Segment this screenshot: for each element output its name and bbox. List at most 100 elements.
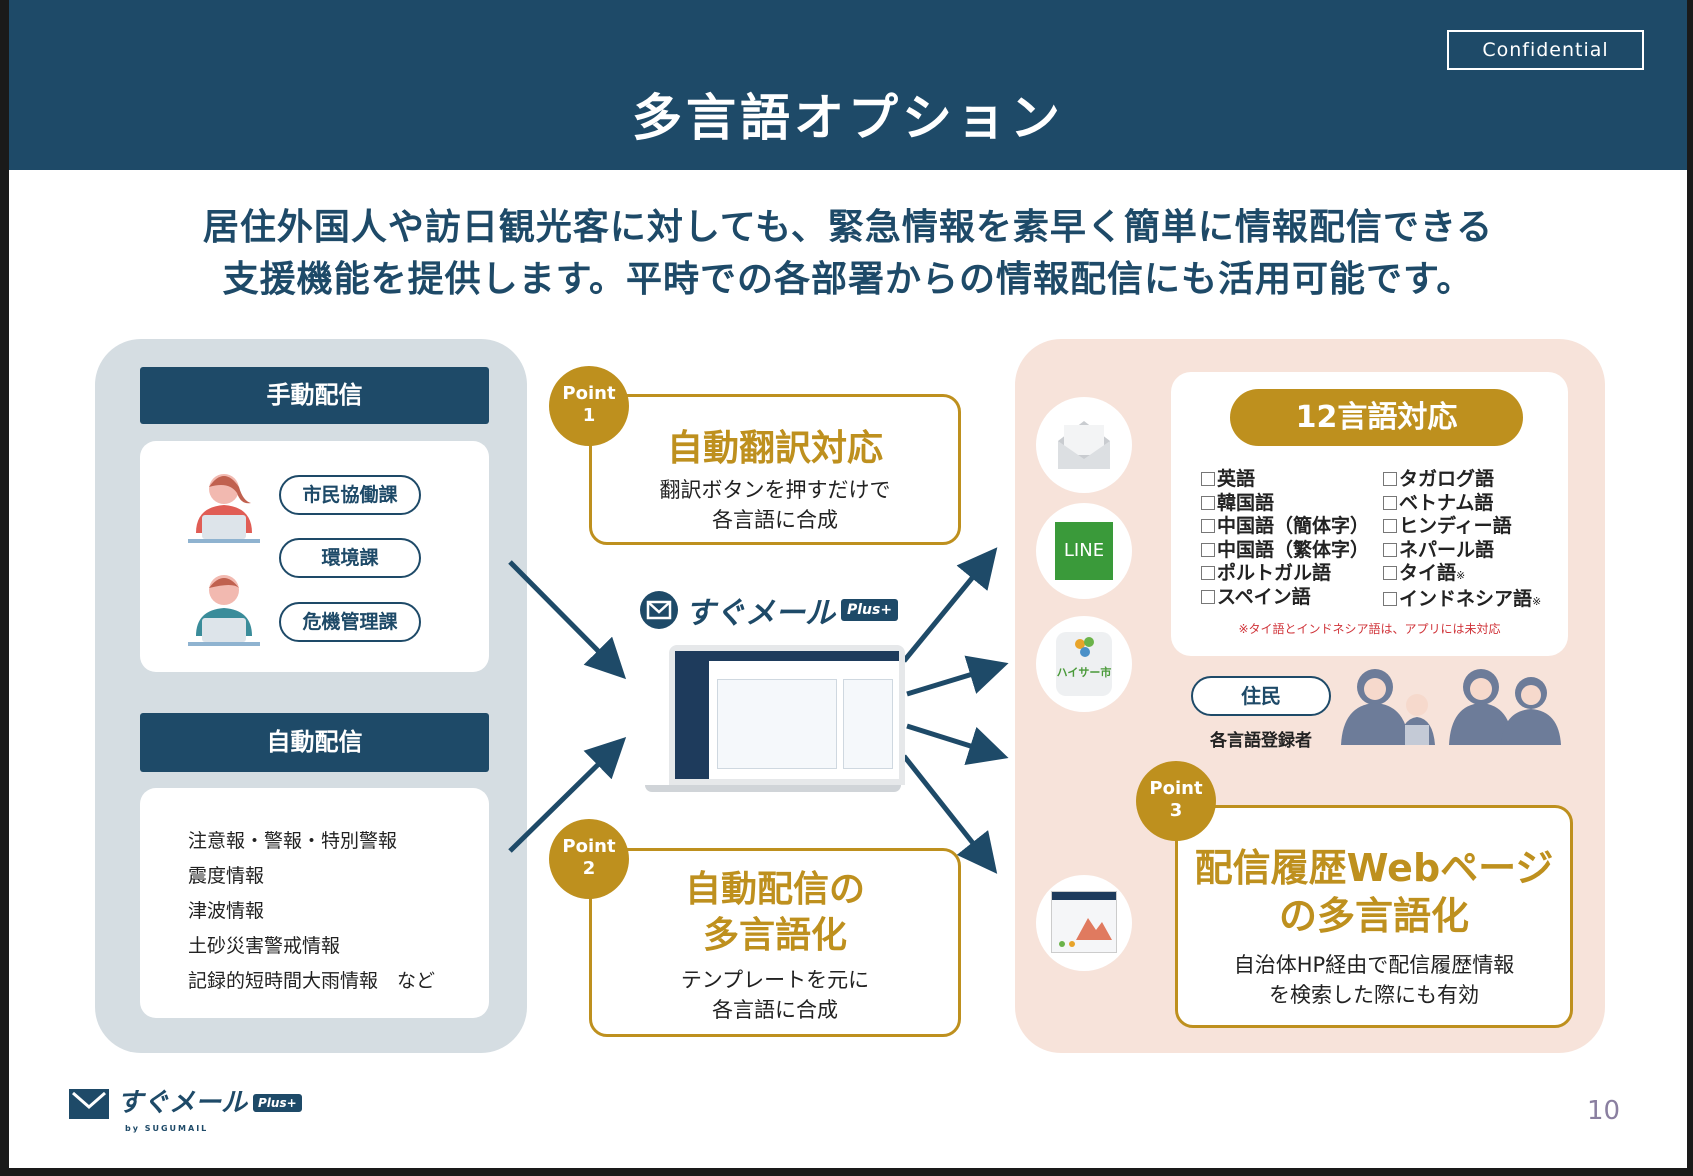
- languages-left-list: 英語韓国語中国語（簡体字）中国語（繁体字）ポルトガル語スペイン語: [1201, 468, 1369, 609]
- language-name: ヒンディー語: [1399, 515, 1512, 537]
- subtitle-line-2: 支援機能を提供します。平時での各部署からの情報配信にも活用可能です。: [222, 259, 1474, 300]
- auto-item: 震度情報: [188, 865, 265, 887]
- department-pill: 市民協働課: [279, 475, 421, 515]
- language-name: ポルトガル語: [1217, 562, 1332, 584]
- auto-heading: 自動配信: [140, 713, 489, 772]
- line-logo: LINE: [1055, 522, 1113, 580]
- auto-item: 津波情報: [188, 900, 265, 922]
- flow-arrows: [508, 547, 1009, 874]
- arrow-manual: [508, 560, 627, 680]
- logo-plus-badge: Plus+: [253, 1093, 302, 1113]
- email-channel: [1036, 397, 1132, 493]
- logo-name: すぐメール: [685, 596, 835, 631]
- subtitle-line-1: 居住外国人や訪日観光客に対しても、緊急情報を素早く簡単に情報配信できる: [202, 207, 1494, 248]
- language-name: タガログ語: [1399, 468, 1495, 490]
- language-name: タイ語: [1399, 562, 1457, 584]
- checkbox-icon: [1383, 542, 1397, 557]
- language-name: 中国語（繁体字）: [1217, 538, 1370, 561]
- arrow-web: [902, 754, 998, 874]
- logo-plus-badge: Plus+: [841, 598, 899, 622]
- language-item: ヒンディー語: [1383, 515, 1541, 539]
- residents-caption: 各言語登録者: [1210, 731, 1312, 751]
- header-band: [9, 0, 1687, 170]
- auto-item: 記録的短時間大雨情報 など: [188, 970, 436, 992]
- language-item: ベトナム語: [1383, 492, 1541, 516]
- point3-title: 配信履歴Webページの多言語化: [1194, 846, 1554, 938]
- point2-desc: テンプレートを元に各言語に合成: [680, 968, 870, 1022]
- language-name: ベトナム語: [1399, 491, 1494, 514]
- language-item: スペイン語: [1201, 586, 1369, 610]
- page-number: 10: [1587, 1096, 1621, 1126]
- confidential-badge: Confidential: [1447, 30, 1644, 70]
- point1-box: 自動翻訳対応 翻訳ボタンを押すだけで各言語に合成: [589, 394, 961, 545]
- line-channel: LINE: [1036, 503, 1132, 599]
- language-item: 英語: [1201, 468, 1369, 492]
- arrow-app: [906, 723, 1009, 766]
- product-logo: すぐメール Plus+: [639, 590, 899, 631]
- laptop-base: [645, 785, 901, 792]
- checkbox-icon: [1383, 566, 1397, 580]
- language-item: タガログ語: [1383, 468, 1541, 492]
- residents-label: 住民: [1191, 676, 1331, 716]
- point1-desc: 翻訳ボタンを押すだけで各言語に合成: [659, 478, 891, 532]
- department-pill: 危機管理課: [279, 602, 421, 642]
- app-logo-icon: [1075, 637, 1094, 657]
- checkbox-icon: [1383, 472, 1397, 486]
- logo-name: すぐメール: [117, 1088, 248, 1118]
- note-mark: ※: [1532, 594, 1542, 608]
- languages-box: 12言語対応 英語韓国語中国語（簡体字）中国語（繁体字）ポルトガル語スペイン語 …: [1171, 372, 1568, 656]
- language-item: 中国語（繁体字）: [1201, 539, 1369, 563]
- point3-desc: 自治体HP経由で配信履歴情報を検索した際にも有効: [1233, 953, 1515, 1007]
- language-item: 中国語（簡体字）: [1201, 515, 1369, 539]
- language-item: 韓国語: [1201, 492, 1369, 516]
- checkbox-icon: [1201, 472, 1215, 486]
- language-name: 英語: [1217, 468, 1256, 490]
- logo-byline: by SUGUMAIL: [125, 1124, 209, 1133]
- department-pill: 環境課: [279, 538, 421, 578]
- footer-logo: すぐメール Plus+ by SUGUMAIL: [67, 1086, 327, 1142]
- checkbox-icon: [1201, 542, 1215, 557]
- mail-logo-icon: [69, 1089, 109, 1119]
- point2-title: 自動配信の多言語化: [684, 869, 865, 956]
- language-name: インドネシア語: [1399, 587, 1533, 610]
- checkbox-icon: [1383, 519, 1397, 533]
- auto-box: 注意報・警報・特別警報 震度情報 津波情報 土砂災害警戒情報 記録的短時間大雨情…: [140, 788, 489, 1018]
- staff-woman-icon: [188, 474, 260, 543]
- auto-item: 土砂災害警戒情報: [188, 935, 341, 957]
- manual-heading: 手動配信: [140, 367, 489, 424]
- arrow-auto: [508, 736, 627, 853]
- language-item: ネパール語: [1383, 539, 1541, 563]
- mail-logo-icon: [640, 591, 678, 629]
- app-name: ハイサー市: [1056, 666, 1112, 679]
- staff-man-icon: [188, 575, 260, 646]
- checkbox-icon: [1201, 495, 1215, 510]
- language-item: インドネシア語※: [1383, 588, 1541, 614]
- checkbox-icon: [1383, 495, 1397, 510]
- app-channel: ハイサー市: [1036, 616, 1132, 712]
- point3-box: 配信履歴Webページの多言語化 自治体HP経由で配信履歴情報を検索した際にも有効: [1175, 805, 1573, 1028]
- language-name: スペイン語: [1217, 585, 1311, 608]
- checkbox-icon: [1201, 589, 1215, 604]
- languages-right-list: タガログ語ベトナム語ヒンディー語ネパール語タイ語※インドネシア語※: [1383, 468, 1541, 613]
- laptop-screenshot: [669, 645, 905, 785]
- manual-box: 市民協働課 環境課 危機管理課: [140, 441, 489, 672]
- arrow-mail: [902, 547, 998, 663]
- residents-illustration: [1341, 669, 1561, 745]
- language-name: ネパール語: [1399, 538, 1495, 561]
- checkbox-icon: [1201, 566, 1215, 580]
- language-name: 中国語（簡体字）: [1217, 515, 1370, 537]
- slide: 多言語オプション Confidential 居住外国人や訪日観光客に対しても、緊…: [9, 0, 1687, 1168]
- page-title: 多言語オプション: [632, 89, 1064, 147]
- languages-title: 12言語対応: [1230, 389, 1523, 446]
- language-item: タイ語※: [1383, 562, 1541, 588]
- checkbox-icon: [1383, 591, 1397, 606]
- envelope-icon: [1058, 421, 1110, 469]
- web-page-thumbnail: [1051, 891, 1117, 953]
- point1-title: 自動翻訳対応: [666, 428, 883, 469]
- web-channel: [1036, 875, 1132, 971]
- arrow-line: [906, 655, 1009, 697]
- language-name: 韓国語: [1217, 491, 1275, 514]
